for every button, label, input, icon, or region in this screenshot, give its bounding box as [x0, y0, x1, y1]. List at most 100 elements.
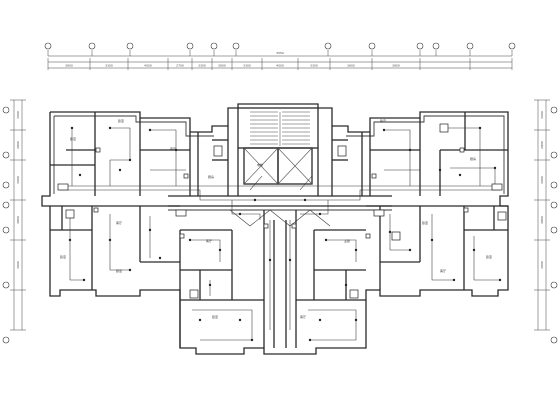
top-dimension-text: 3600	[347, 64, 355, 68]
switch-symbol	[93, 207, 99, 213]
device-symbol	[108, 126, 112, 130]
device-symbol	[308, 338, 312, 342]
room-label: 卧室	[60, 254, 66, 259]
axis-bubble	[550, 151, 558, 159]
axis-bubble	[550, 281, 558, 289]
room-label: 卧室	[212, 314, 218, 319]
left-dimension-text: 2800	[16, 141, 20, 149]
device-symbol	[268, 258, 272, 262]
room-label: 卧室	[380, 118, 386, 123]
switch-symbol	[95, 147, 101, 153]
device-symbol	[218, 248, 222, 252]
device-symbol	[82, 278, 86, 282]
axis-bubble	[368, 42, 376, 50]
top-dimension-text: 3800	[65, 64, 73, 68]
axis-bubble	[44, 42, 52, 50]
left-dimension-text: 3000	[16, 261, 20, 269]
top-dimension-text: 2700	[176, 64, 184, 68]
axis-bubble	[88, 42, 96, 50]
axis-bubble	[466, 42, 474, 50]
axis-bubble	[2, 201, 10, 209]
device-symbol	[430, 238, 434, 242]
top-dimension-text: 3300	[243, 64, 251, 68]
switch-symbol	[463, 207, 469, 213]
device-symbol	[452, 278, 456, 282]
device-symbol	[253, 198, 257, 202]
right-dimension-text: 4800	[540, 216, 544, 224]
elevator-shafts: 电梯	[243, 147, 313, 185]
device-symbol	[208, 283, 212, 287]
device-symbol	[354, 318, 358, 322]
core-label: 电梯	[257, 162, 263, 167]
top-dimension-text: 4000	[276, 64, 284, 68]
axis-bubble	[550, 201, 558, 209]
top-dimension-text: 3300	[105, 64, 113, 68]
room-label: 客厅	[440, 268, 446, 273]
right-axis-bubbles	[550, 106, 558, 344]
stair-treads	[250, 111, 310, 146]
distribution-boxes	[57, 123, 507, 299]
room-label: 厨房	[208, 174, 214, 179]
building-walls	[41, 103, 509, 355]
top-dimension-text: 2600	[218, 64, 226, 68]
switch-symbol	[291, 223, 297, 229]
axis-bubble	[508, 42, 516, 50]
device-symbol	[128, 158, 132, 162]
device-symbol	[408, 248, 412, 252]
axis-bubble	[550, 181, 558, 189]
room-label: 客厅	[300, 314, 306, 319]
axis-bubble	[2, 336, 10, 344]
device-symbol	[324, 238, 328, 242]
axis-bubble	[2, 106, 10, 114]
device-symbol	[318, 212, 322, 216]
overall-dimension: 3550	[276, 51, 284, 55]
top-dimension-text: 3300	[198, 64, 206, 68]
electrical-devices	[68, 126, 502, 342]
device-symbol	[250, 338, 254, 342]
left-dimension-text: 3600	[16, 111, 20, 119]
device-symbol	[118, 168, 122, 172]
device-symbol	[158, 256, 162, 260]
room-labels: 卧室客厅卧室厨房客厅卧室卧室客厅卧室客厅主卧卧室厨房卧室卧室客厅	[60, 118, 492, 319]
top-dimension-text: 3800	[392, 64, 400, 68]
room-label: 厨房	[470, 156, 476, 161]
room-label: 客厅	[170, 146, 176, 151]
axis-bubble	[550, 336, 558, 344]
device-symbol	[288, 258, 292, 262]
device-symbol	[128, 268, 132, 272]
device-symbol	[354, 248, 358, 252]
device-symbol	[68, 238, 72, 242]
room-label: 卧室	[70, 136, 76, 141]
device-symbol	[472, 248, 476, 252]
switch-symbol	[183, 173, 189, 179]
axis-bubble	[2, 226, 10, 234]
right-dimension-text: 3600	[540, 111, 544, 119]
axis-bubble	[432, 42, 440, 50]
device-symbol	[303, 198, 307, 202]
right-dimension-text: 3000	[540, 176, 544, 184]
device-symbol	[238, 318, 242, 322]
room-label: 卧室	[116, 268, 122, 273]
device-symbol	[78, 173, 82, 177]
device-symbol	[108, 238, 112, 242]
axis-bubble	[186, 42, 194, 50]
axis-bubble	[324, 42, 332, 50]
device-symbol	[148, 128, 152, 132]
device-symbol	[388, 230, 392, 234]
device-symbol	[493, 166, 497, 170]
axis-bubble	[2, 151, 10, 159]
device-symbol	[478, 126, 482, 130]
room-label: 主卧	[344, 238, 350, 243]
device-symbol	[408, 148, 412, 152]
switch-symbol	[459, 147, 465, 153]
device-symbol	[344, 283, 348, 287]
device-symbol	[438, 168, 442, 172]
axis-bubble	[550, 226, 558, 234]
room-label: 客厅	[116, 220, 122, 225]
device-symbol	[70, 126, 74, 130]
device-symbol	[382, 128, 386, 132]
